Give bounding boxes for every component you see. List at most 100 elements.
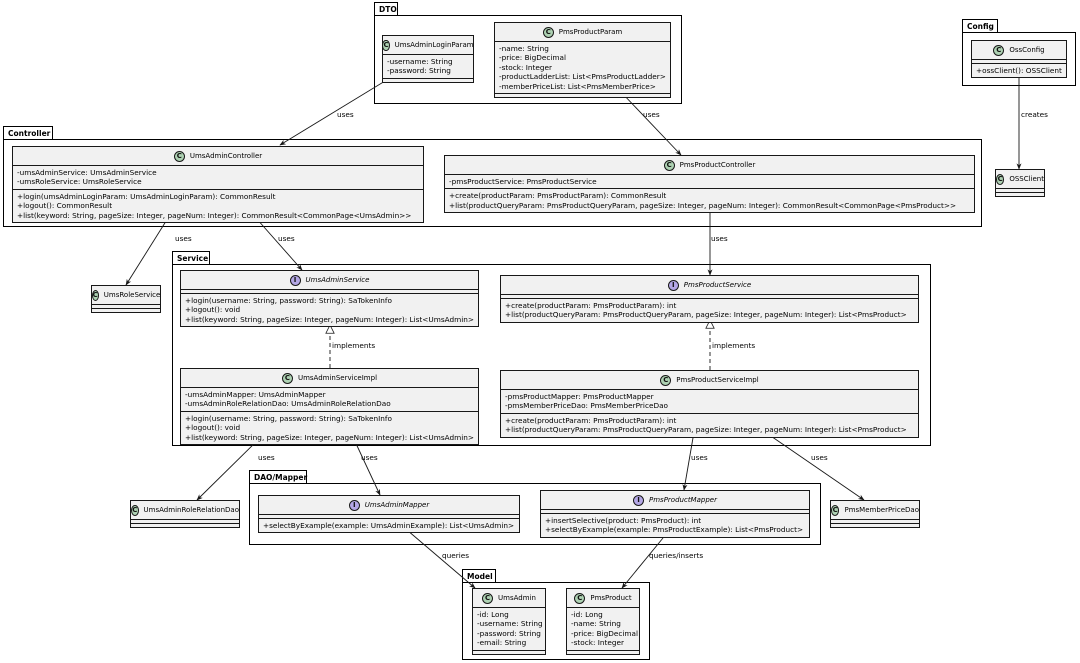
class-method: +list(keyword: String, pageSize: Integer… (17, 210, 412, 220)
interface-icon: I (289, 274, 301, 286)
class-field: -umsRoleService: UmsRoleService (17, 177, 142, 187)
class-method: +logout(): CommonResult (17, 201, 113, 211)
class-header: C UmsAdmin (473, 589, 545, 608)
class-methods-section (92, 309, 160, 312)
class-field: -username: String (387, 57, 453, 66)
class-method: +login(umsAdminLoginParam: UmsAdminLogin… (17, 191, 276, 201)
class-icon: C (993, 44, 1005, 56)
relation-line-r5 (255, 217, 303, 271)
class-field: -umsAdminRoleRelationDao: UmsAdminRoleRe… (185, 399, 391, 409)
class-name: UmsAdminLoginParam (394, 41, 474, 49)
class-methods-section (495, 94, 670, 97)
relation-line-r9 (196, 434, 264, 501)
class-methods-section (996, 193, 1044, 196)
relation-line-r4 (125, 217, 169, 286)
class-method: +logout(): void (185, 305, 241, 315)
class-methods-section (831, 524, 919, 527)
class-methods-section: +ossClient(): OSSClient (972, 64, 1066, 77)
class-method: +list(productQueryParam: PmsProductQuery… (449, 200, 957, 210)
interface-icon: I (633, 494, 645, 506)
class-methods-section: +insertSelective(product: PmsProduct): i… (541, 514, 809, 537)
class-pms-product-controller: C PmsProductController -pmsProductService:… (444, 155, 975, 214)
class-fields-section (131, 520, 239, 524)
class-methods-section: +login(username: String, password: Strin… (181, 412, 478, 444)
class-field: -price: BigDecimal (499, 53, 566, 63)
class-field: -productLadderList: List<PmsProductLadde… (499, 72, 666, 82)
class-name: UmsAdminMapper (364, 501, 430, 509)
class-methods-section: +login(username: String, password: Strin… (181, 294, 478, 326)
class-name: UmsRoleService (103, 291, 161, 299)
class-method: +ossClient(): OSSClient (976, 66, 1062, 75)
class-field: -stock: Integer (571, 638, 625, 648)
class-fields-section: -username: String-password: String (383, 55, 473, 79)
class-method: +create(productParam: PmsProductParam): … (449, 191, 667, 201)
class-fields-section: -name: String-price: BigDecimal-stock: I… (495, 42, 670, 95)
class-method: +logout(): void (185, 423, 241, 433)
class-method: +insertSelective(product: PmsProduct): i… (545, 516, 702, 525)
class-name: UmsAdminServiceImpl (297, 374, 378, 382)
class-methods-section: +create(productParam: PmsProductParam): … (445, 189, 974, 212)
package-tab-config: Config (962, 19, 998, 33)
class-fields-section (501, 295, 918, 299)
class-methods-section: +create(productParam: PmsProductParam): … (501, 299, 918, 322)
class-icon: C (91, 289, 99, 301)
relation-label-r8: implements (712, 341, 756, 350)
class-field: -pmsProductService: PmsProductService (449, 177, 597, 186)
class-icon: C (382, 39, 390, 51)
package-tab-model: Model (462, 569, 496, 583)
class-methods-section: +create(productParam: PmsProductParam): … (501, 414, 918, 437)
class-name: PmsMemberPriceDao (844, 506, 919, 514)
relation-label-r10: uses (361, 453, 378, 462)
class-method: +list(keyword: String, pageSize: Integer… (185, 314, 475, 324)
relation-label-r6: uses (711, 234, 728, 243)
relation-line-r12 (764, 431, 865, 501)
class-method: +list(productQueryParam: PmsProductQuery… (505, 310, 907, 320)
relation-line-r13 (406, 529, 476, 589)
class-icon: C (131, 504, 139, 516)
class-icon: C (663, 159, 675, 171)
class-methods-section (567, 651, 639, 654)
class-ums-admin-login-param: C UmsAdminLoginParam -username: String-pas… (382, 35, 474, 83)
relation-label-r4: uses (175, 234, 192, 243)
class-header: C PmsProductController (445, 156, 974, 175)
class-fields-section (972, 60, 1066, 64)
class-fields-section (92, 305, 160, 309)
relation-line-r11 (682, 431, 695, 491)
class-field: -email: String (477, 638, 527, 648)
class-method: +login(username: String, password: Strin… (185, 296, 392, 305)
class-method: +list(keyword: String, pageSize: Integer… (185, 432, 475, 442)
relation-label-r3: creates (1021, 110, 1048, 119)
class-icon: C (482, 592, 494, 604)
relation-label-r1: uses (337, 110, 354, 119)
class-field: -name: String (499, 44, 549, 53)
package-tab-dao-mapper: DAO/Mapper (249, 470, 307, 484)
class-name: PmsProductController (679, 161, 756, 169)
class-methods-section: +selectByExample(example: UmsAdminExampl… (259, 519, 519, 532)
relation-line-r2 (620, 91, 682, 156)
class-name: PmsProductParam (558, 28, 623, 36)
class-methods-section: +login(umsAdminLoginParam: UmsAdminLogin… (13, 190, 423, 222)
relation-label-r2: uses (643, 110, 660, 119)
class-name: UmsAdmin (498, 594, 536, 602)
class-field: -umsAdminMapper: UmsAdminMapper (185, 390, 326, 399)
class-field: -pmsProductMapper: PmsProductMapper (505, 392, 654, 401)
